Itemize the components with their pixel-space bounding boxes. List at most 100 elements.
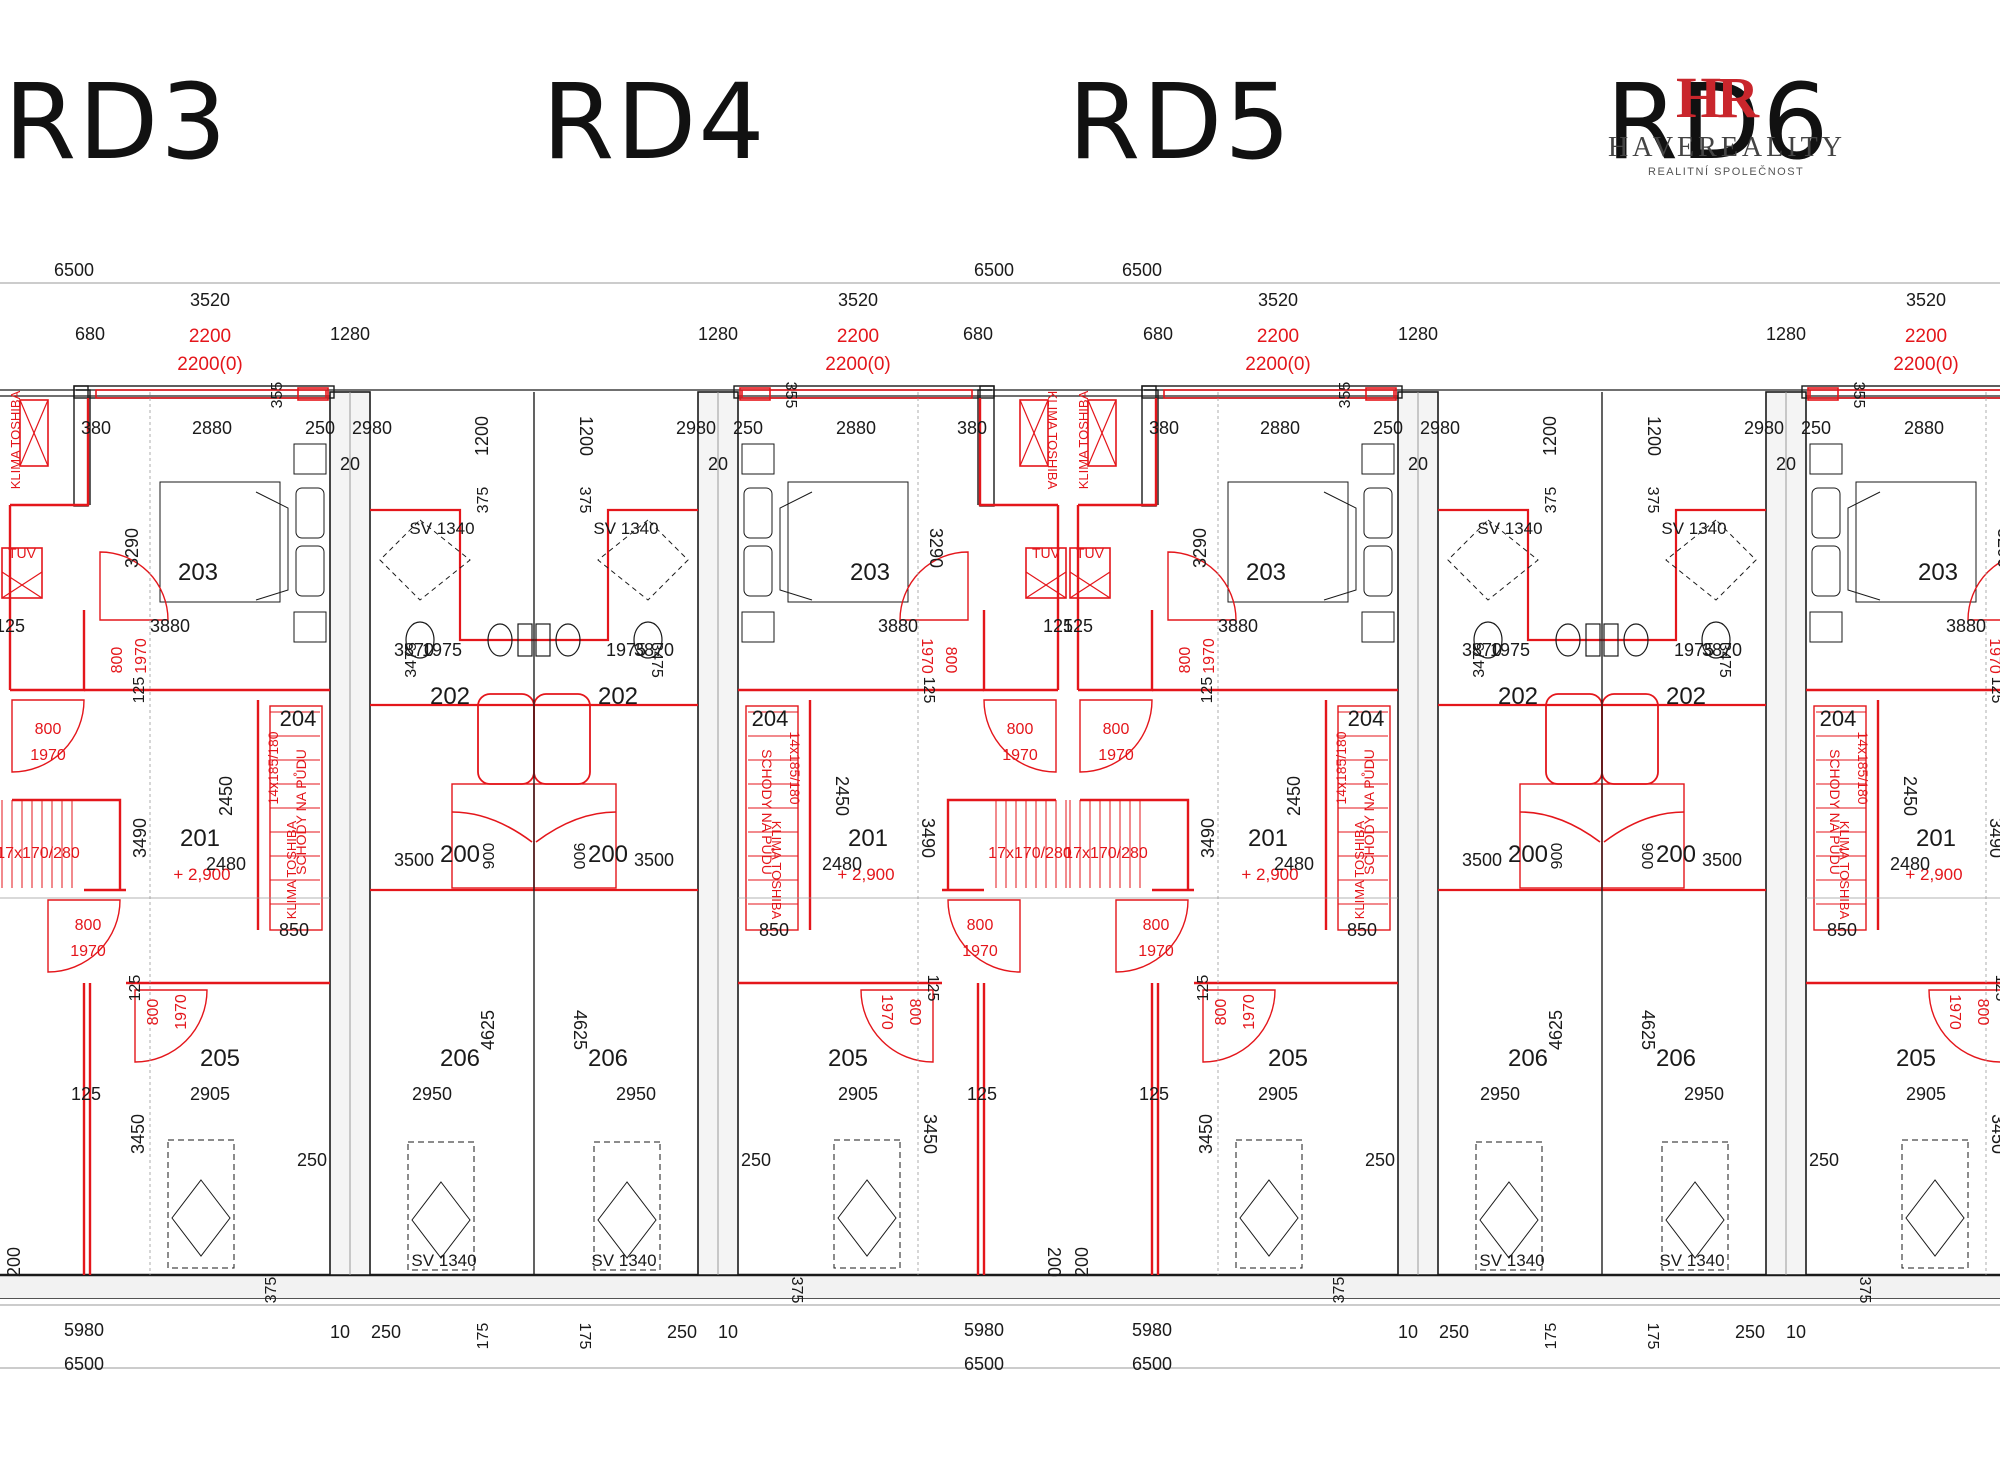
shower-202 xyxy=(1665,519,1757,601)
room-204: 204 xyxy=(280,706,317,731)
klima-unit xyxy=(1019,399,1049,467)
room-205: 205 xyxy=(1268,1045,1308,1072)
dim-party-1280: 1280 xyxy=(1398,324,1438,344)
dim-20: 20 xyxy=(708,454,728,474)
dim-1200: 1200 xyxy=(472,416,492,456)
dim-250-b: 250 xyxy=(741,1150,771,1170)
dim-250-b: 250 xyxy=(1365,1150,1395,1170)
dim-2905: 2905 xyxy=(1258,1084,1298,1104)
spiral-stair xyxy=(451,811,533,843)
tuv-boiler xyxy=(1069,547,1111,599)
dim-250-c: 250 xyxy=(667,1322,697,1342)
partition-bath xyxy=(1078,398,1158,507)
label-klima-2: KLIMA TOSHIBA xyxy=(284,820,299,919)
bay-edge xyxy=(1144,389,1159,505)
room-204: 204 xyxy=(1820,706,1857,731)
dim-355: 355 xyxy=(1337,382,1354,409)
dim-680: 680 xyxy=(1143,324,1173,344)
dim-sub-width: 3520 xyxy=(1906,290,1946,310)
bed-205-cover xyxy=(1239,1179,1299,1257)
partition-bath xyxy=(10,398,90,507)
shower-202 xyxy=(1447,519,1539,601)
rear-wall-fill xyxy=(1602,1275,2000,1298)
dim-3490: 3490 xyxy=(1198,818,1218,858)
door-swing-hall xyxy=(1079,699,1153,773)
dim-2950: 2950 xyxy=(616,1084,656,1104)
dim-2905: 2905 xyxy=(1906,1084,1946,1104)
label-sv: SV 1340 xyxy=(1477,519,1542,538)
spiral-stair-box xyxy=(1519,783,1603,889)
dim-3870: 3870 xyxy=(1462,640,1502,660)
label-sv-2: SV 1340 xyxy=(1479,1251,1544,1270)
shower-tray xyxy=(477,693,535,785)
tuv-boiler xyxy=(1025,547,1067,599)
klima-unit-cross-2 xyxy=(1087,399,1117,467)
door-swing-205-b xyxy=(1202,989,1276,1063)
dim-window: 2200 xyxy=(189,326,231,347)
dim-2480: 2480 xyxy=(1274,854,1314,874)
dim-125-d: 125 xyxy=(71,1084,101,1104)
dim-unit-width-bottom: 6500 xyxy=(64,1354,104,1374)
toilet xyxy=(487,623,513,657)
label-stairs-attic: 14x185/180 xyxy=(1855,731,1871,804)
dim-200: 200 xyxy=(1044,1247,1064,1277)
window-bedroom xyxy=(741,389,973,399)
tuv-cross-2 xyxy=(1025,571,1067,599)
dim-3880: 3880 xyxy=(1218,616,1258,636)
toilet-tank xyxy=(535,623,551,657)
dim-175: 175 xyxy=(576,1323,593,1350)
unit-plan-rd4 xyxy=(533,385,1068,1299)
bed-206 xyxy=(593,1141,661,1271)
bed-205-cover xyxy=(1905,1179,1965,1257)
dim-3490: 3490 xyxy=(130,818,150,858)
dim-17x170: 17x170/280 xyxy=(0,845,80,862)
dim-17x170: 17x170/280 xyxy=(988,845,1072,862)
label-tuv: TUV xyxy=(1032,545,1061,561)
dim-800-205b: 800 xyxy=(906,999,923,1026)
stair-flight xyxy=(269,705,323,931)
pillow-top xyxy=(295,487,325,539)
dim-850: 850 xyxy=(1827,920,1857,940)
dim-2450: 2450 xyxy=(1284,776,1304,816)
nightstand-top xyxy=(293,443,327,475)
bed-203 xyxy=(787,481,909,603)
dim-355: 355 xyxy=(1850,382,1867,409)
pillow-bottom xyxy=(1811,545,1841,597)
dim-2450: 2450 xyxy=(1900,776,1920,816)
dim-unit-width: 6500 xyxy=(54,260,94,280)
unit-plan-rd6 xyxy=(1601,385,2000,1299)
blanket-fold xyxy=(1323,491,1357,601)
dim-sub-width: 3520 xyxy=(1258,290,1298,310)
dim-125: 125 xyxy=(1063,616,1093,636)
dim-2980: 2980 xyxy=(352,418,392,438)
dim-4625: 4625 xyxy=(478,1010,498,1050)
label-klima: KLIMA TOSHIBA xyxy=(1076,390,1091,489)
spiral-stair xyxy=(1519,811,1601,843)
blanket-fold xyxy=(1847,491,1881,601)
spiral-stair-box xyxy=(1601,783,1685,889)
dim-2880: 2880 xyxy=(192,418,232,438)
klima-unit xyxy=(19,399,49,467)
dim-680: 680 xyxy=(75,324,105,344)
dim-850: 850 xyxy=(279,920,309,940)
dim-2905: 2905 xyxy=(190,1084,230,1104)
dim-20: 20 xyxy=(1776,454,1796,474)
dim-680: 680 xyxy=(963,324,993,344)
dim-2880: 2880 xyxy=(1904,418,1944,438)
dim-3290: 3290 xyxy=(926,528,946,568)
dim-175: 175 xyxy=(1543,1323,1560,1350)
label-stairs-attic: 14x185/180 xyxy=(1333,731,1349,804)
dim-1975: 1975 xyxy=(1490,640,1530,660)
dim-2880: 2880 xyxy=(836,418,876,438)
dim-4625: 4625 xyxy=(1638,1010,1658,1050)
toilet xyxy=(1555,623,1581,657)
label-schody: SCHODY NA PŮDU xyxy=(292,749,309,875)
dim-125-b: 125 xyxy=(920,677,937,704)
nightstand-top xyxy=(741,443,775,475)
label-klima-2: KLIMA TOSHIBA xyxy=(769,821,784,920)
room-200: 200 xyxy=(1508,841,1548,868)
bed-203 xyxy=(1855,481,1977,603)
unit-title-rd5: RD5 xyxy=(1068,61,1293,183)
logo-tagline: REALITNÍ SPOLEČNOST xyxy=(1648,166,1805,178)
